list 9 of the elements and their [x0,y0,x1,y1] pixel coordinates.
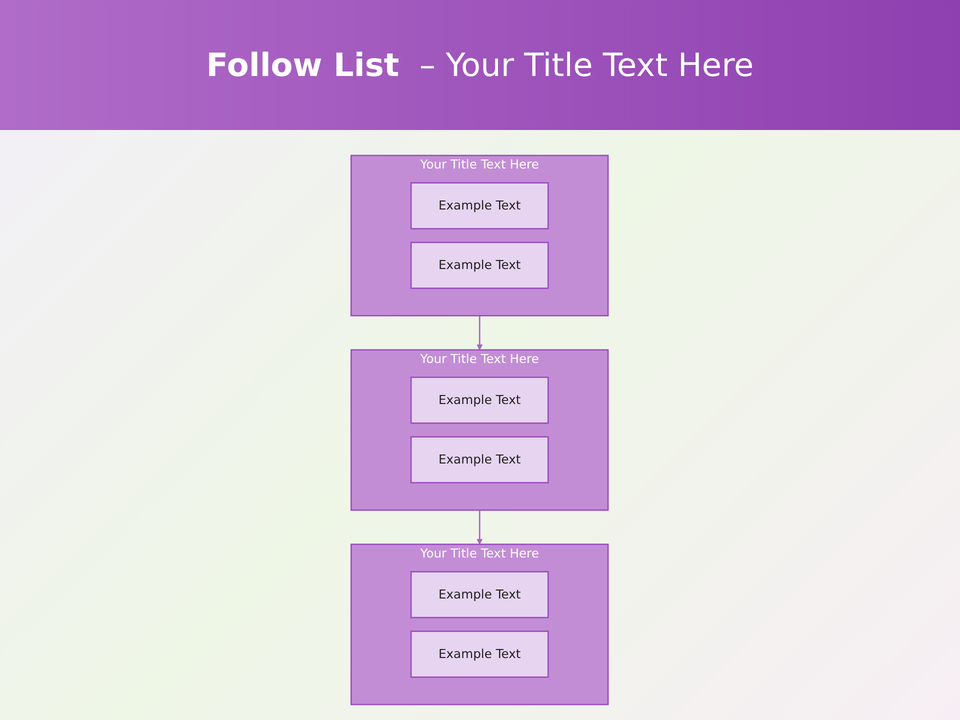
arrow [477,316,483,350]
node-box: Example Text [410,182,550,230]
slide-title: Follow List – Your Title Text Here [206,46,754,84]
arrow [477,510,483,545]
node-box: Example Text [410,376,550,424]
node-box: Example Text [410,242,550,289]
node-box: Example Text [410,436,550,484]
node-box: Example Text [410,571,550,618]
node-box: Example Text [410,630,550,678]
